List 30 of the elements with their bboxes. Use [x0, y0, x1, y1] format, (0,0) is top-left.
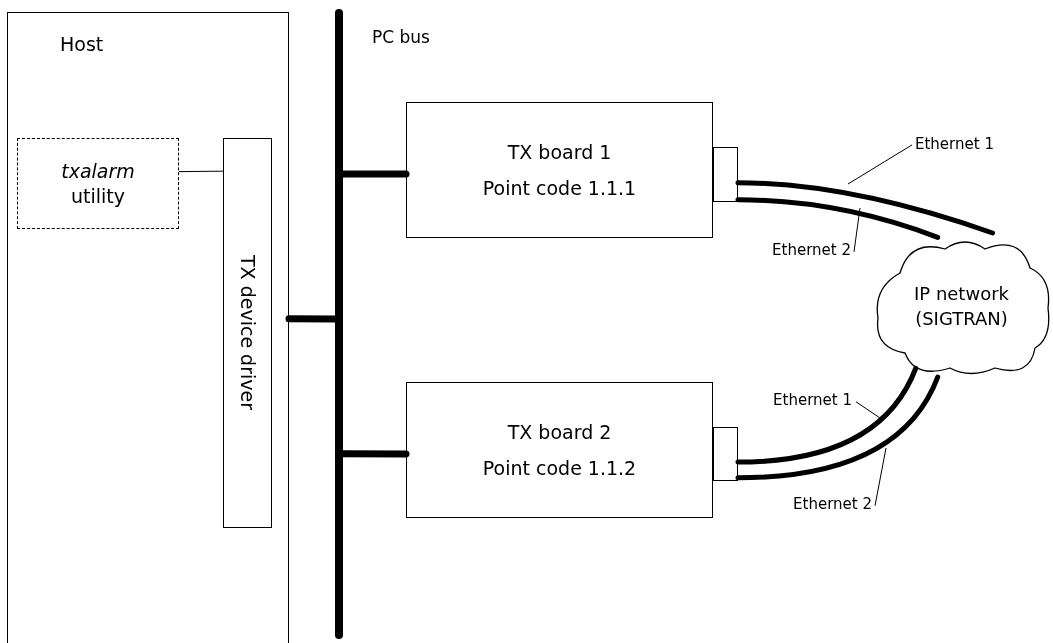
board-box	[406, 382, 713, 518]
utility-name: txalarm utility	[60, 158, 136, 209]
utility-box	[17, 138, 179, 229]
board-box	[406, 102, 713, 238]
ethernet-cable	[735, 180, 996, 236]
board-name: TX board 2	[507, 421, 612, 443]
ethernet-cable	[735, 365, 919, 465]
driver-name: TX device driver	[236, 255, 259, 411]
leader-line	[874, 447, 887, 507]
leader-line	[853, 207, 861, 253]
cable-label: Ethernet 2	[793, 495, 872, 513]
bus-label: PC bus	[372, 27, 430, 47]
cable-label: Ethernet 1	[915, 135, 994, 153]
board-name: TX board 1	[507, 141, 612, 163]
port-box	[713, 427, 738, 481]
leader-line	[847, 144, 913, 185]
host-title: Host	[60, 33, 104, 55]
ethernet-cable	[735, 374, 941, 481]
network-name: IP network (SIGTRAN)	[913, 282, 1010, 331]
point-code: Point code 1.1.2	[482, 457, 637, 479]
driver-box	[223, 138, 272, 528]
port-box	[713, 147, 738, 202]
host-box	[7, 12, 289, 643]
point-code: Point code 1.1.1	[482, 177, 637, 199]
leader-line	[855, 401, 881, 419]
cable-label: Ethernet 2	[772, 241, 851, 259]
cable-label: Ethernet 1	[773, 391, 852, 409]
bus-connector	[339, 170, 410, 178]
ethernet-cable	[735, 197, 941, 240]
connector-line	[178, 170, 224, 173]
